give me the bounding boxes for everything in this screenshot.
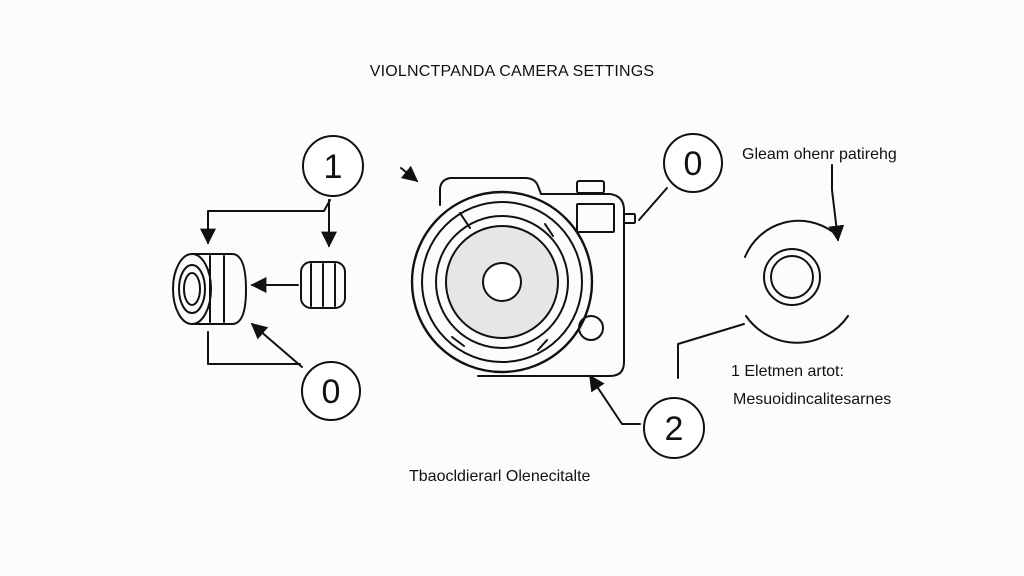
camera-side-knob bbox=[623, 213, 636, 224]
connector-bottom-left bbox=[207, 331, 301, 365]
lens-tab bbox=[459, 212, 471, 229]
arrow-to-lens-cylinder bbox=[200, 199, 331, 245]
camera-viewfinder bbox=[576, 203, 615, 233]
sensor-ring-outer bbox=[763, 248, 821, 306]
sensor-ring-icon bbox=[744, 219, 849, 344]
svg-text:0: 0 bbox=[322, 373, 341, 411]
lens-barrel-icon bbox=[300, 261, 346, 309]
arrow-top-small bbox=[400, 165, 419, 183]
label-right-mid-line-1: 1 Eletmen artot: bbox=[731, 363, 844, 380]
sensor-ring-inner bbox=[770, 255, 814, 299]
lens-ring-3 bbox=[435, 215, 569, 349]
diagram-title: VIOLNCTPANDA CAMERA SETTINGS bbox=[369, 63, 655, 80]
lens-cylinder-body bbox=[191, 253, 247, 325]
connector-lines bbox=[200, 164, 845, 425]
arrow-to-lens-cylinder-bottom bbox=[250, 322, 303, 368]
lens-cylinder-ring bbox=[178, 264, 206, 314]
svg-text:2: 2 bbox=[665, 410, 684, 448]
lens-cylinder-ring bbox=[183, 272, 201, 306]
lens-outer-ring bbox=[410, 190, 594, 374]
arrow-callout-2 bbox=[589, 374, 641, 425]
lens-barrel-body bbox=[300, 261, 346, 309]
connector-sensor-label bbox=[677, 323, 745, 379]
arrow-to-sensor bbox=[828, 164, 845, 242]
label-bottom-caption: Tbaocldierarl Olenecitalte bbox=[409, 468, 591, 485]
lens-tab bbox=[544, 223, 554, 237]
callout-top-left: 1 bbox=[302, 135, 364, 197]
sensor-arc-top bbox=[744, 219, 834, 258]
lens-tab bbox=[537, 339, 548, 351]
label-right-top: Gleam ohenr patirehg bbox=[742, 146, 897, 163]
lens-tab bbox=[451, 336, 465, 347]
svg-text:0: 0 bbox=[684, 145, 703, 183]
svg-text:1: 1 bbox=[324, 148, 343, 186]
sensor-arc-bottom bbox=[745, 315, 849, 344]
connector-top-right bbox=[638, 187, 668, 221]
camera-body bbox=[439, 177, 625, 377]
callout-bottom-right: 2 bbox=[643, 397, 705, 459]
camera-icon bbox=[410, 177, 636, 377]
lens-center bbox=[482, 262, 522, 302]
lens-ring-2 bbox=[421, 201, 583, 363]
label-right-mid-line-2: Mesuoidincalitesarnes bbox=[733, 391, 892, 408]
camera-shutter-button bbox=[576, 180, 605, 194]
callout-top-right: 0 bbox=[663, 133, 723, 193]
callout-bottom-left: 0 bbox=[301, 361, 361, 421]
lens-cylinder-icon bbox=[172, 253, 247, 325]
